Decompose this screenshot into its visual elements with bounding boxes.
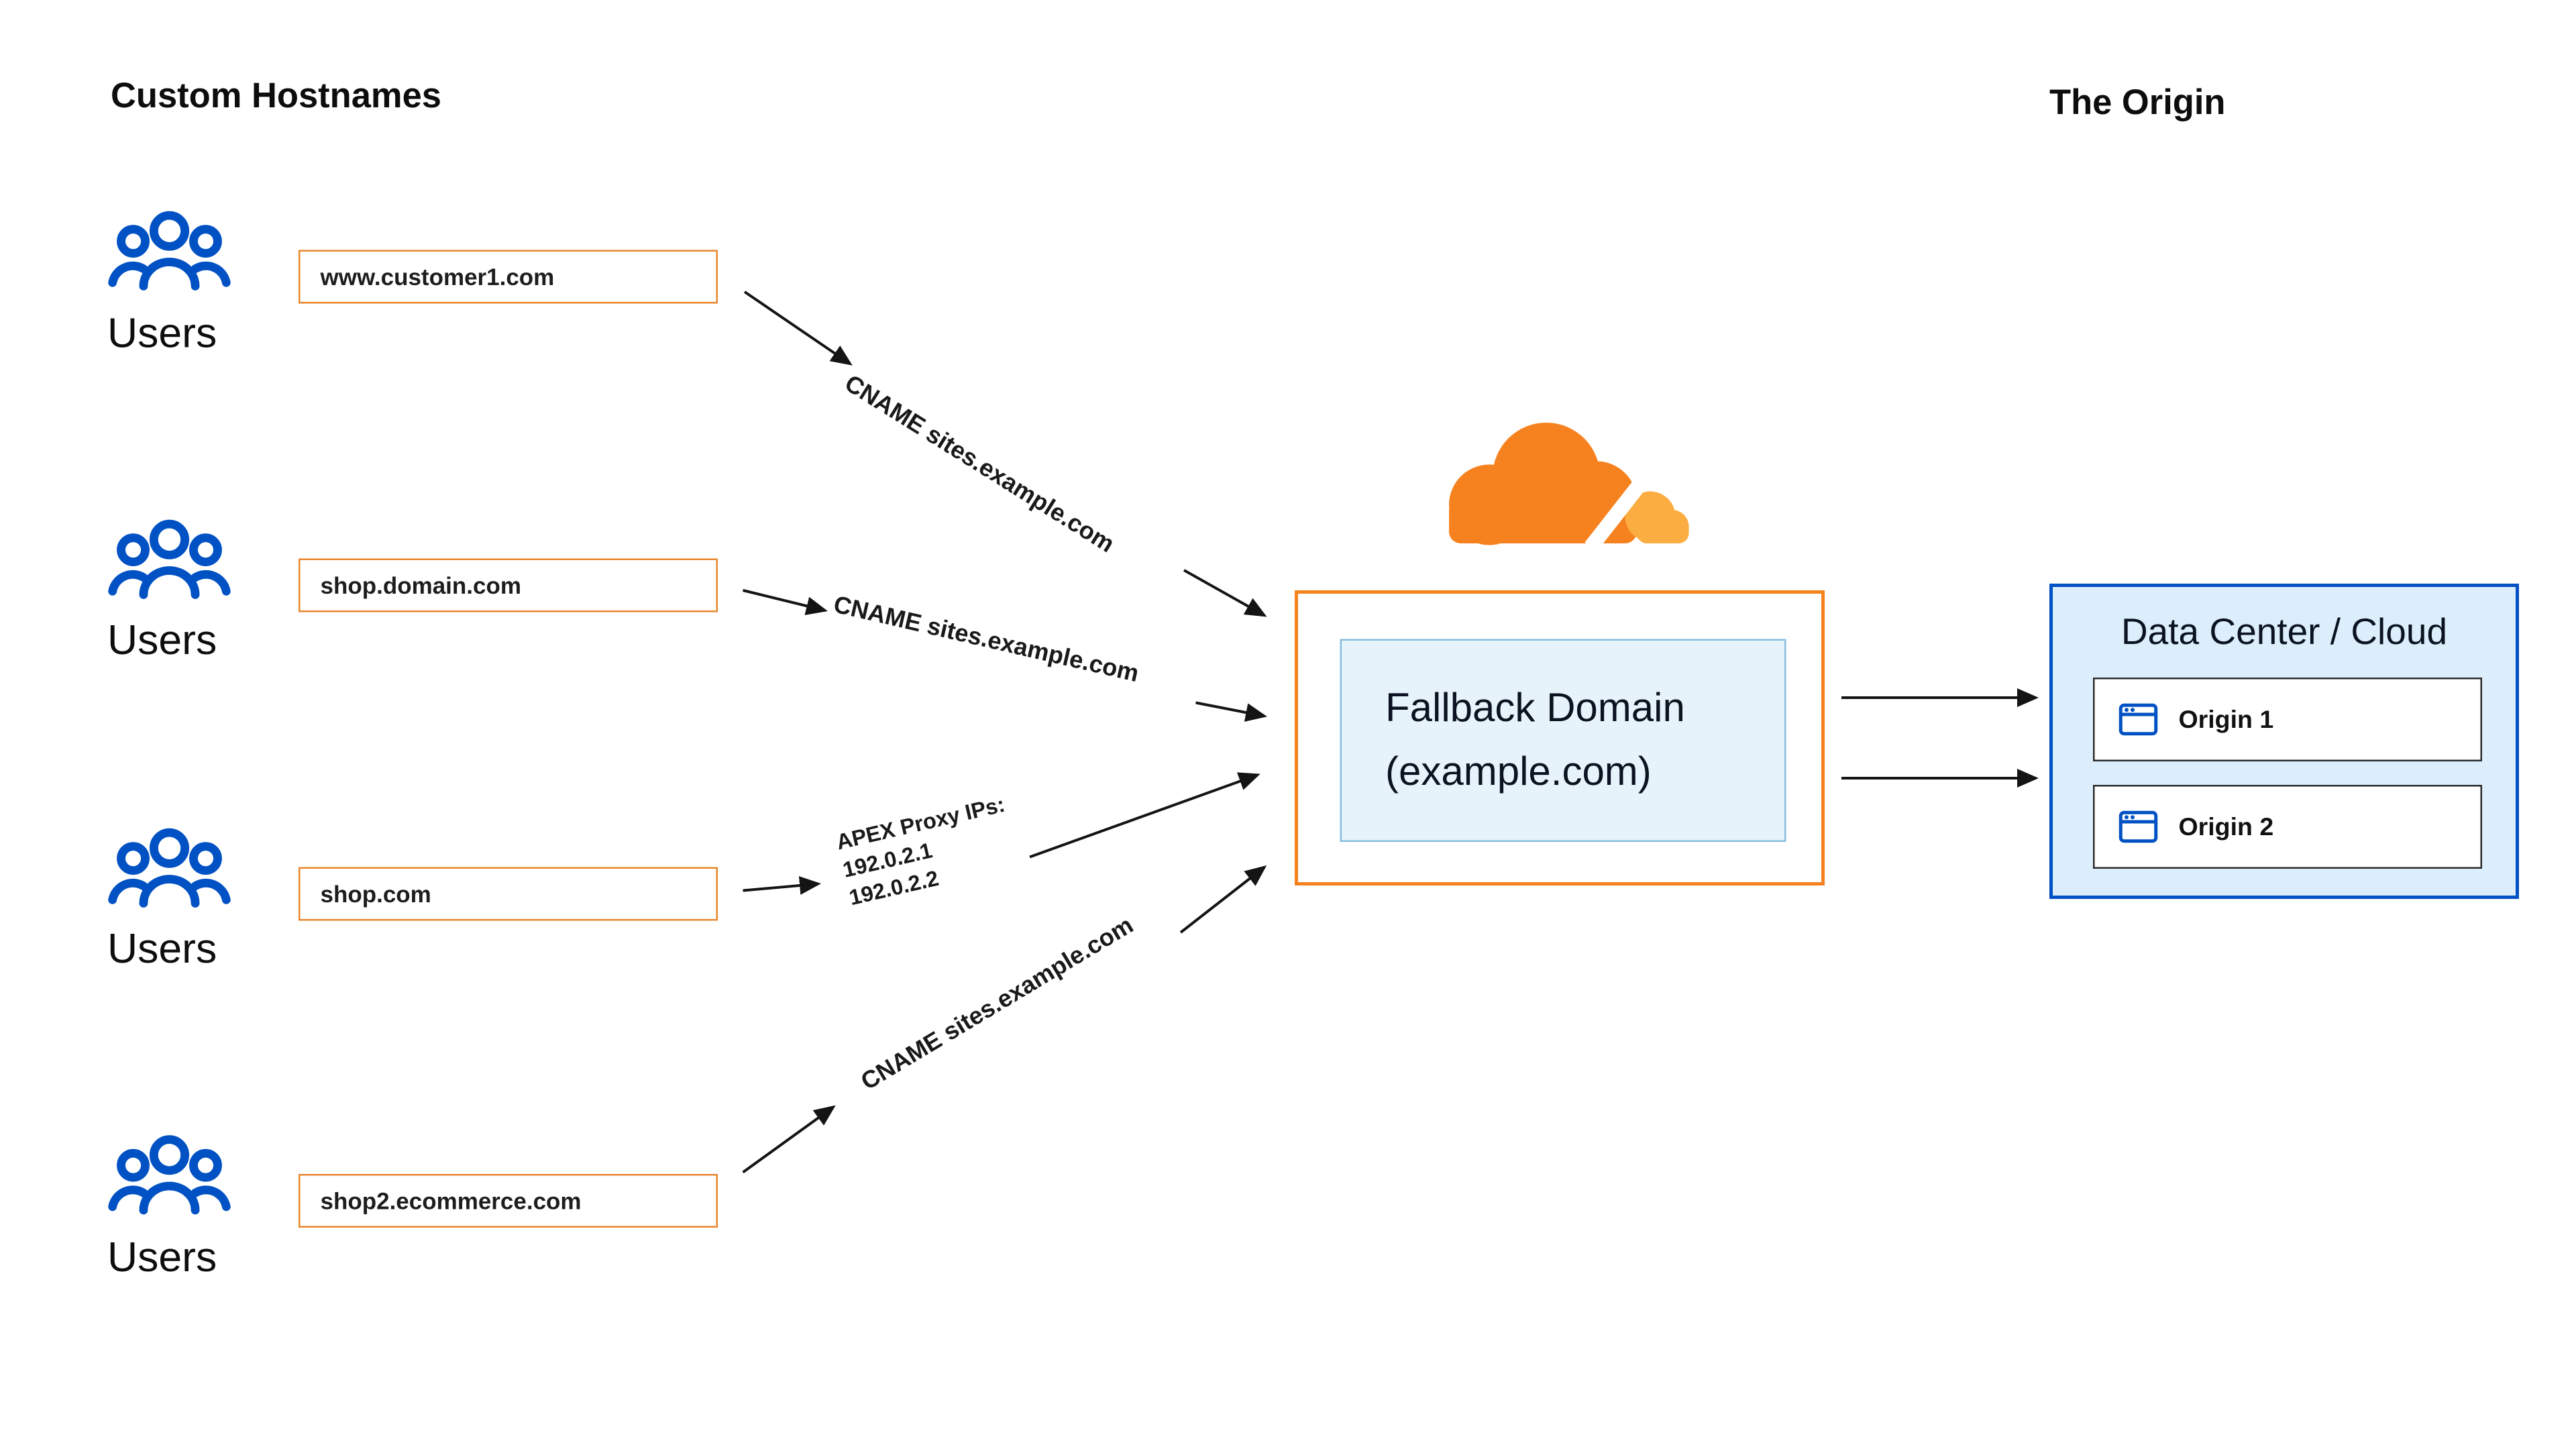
users-icon	[108, 519, 231, 599]
hostname-box-shop-domain: shop.domain.com	[299, 558, 718, 612]
hostname-text: shop.com	[320, 880, 431, 908]
apex-proxy-label: APEX Proxy IPs: 192.0.2.1 192.0.2.2	[834, 790, 1021, 912]
data-center-box: Data Center / Cloud Origin 1	[2049, 584, 2519, 899]
browser-window-icon	[2118, 810, 2158, 843]
custom-hostnames-heading: Custom Hostnames	[111, 77, 442, 116]
users-label: Users	[107, 926, 217, 973]
origin-1-label: Origin 1	[2178, 705, 2274, 734]
cloudflare-logo	[1449, 423, 1689, 552]
origin-2-card: Origin 2	[2093, 785, 2482, 869]
data-center-title: Data Center / Cloud	[2121, 610, 2448, 653]
users-label: Users	[107, 1234, 217, 1281]
hostname-text: shop.domain.com	[320, 572, 521, 599]
fallback-domain-line2: (example.com)	[1385, 749, 1652, 794]
cname-label-top: CNAME sites.example.com	[839, 370, 1119, 559]
hostname-box-customer1: www.customer1.com	[299, 250, 718, 304]
users-label: Users	[107, 617, 217, 664]
hostname-text: shop2.ecommerce.com	[320, 1187, 582, 1214]
cname-label-middle: CNAME sites.example.com	[830, 592, 1141, 689]
hostname-box-shop: shop.com	[299, 867, 718, 921]
users-label: Users	[107, 310, 217, 358]
fallback-domain-line1: Fallback Domain	[1385, 685, 1685, 731]
users-icon	[108, 211, 231, 290]
hostname-box-shop2: shop2.ecommerce.com	[299, 1174, 718, 1228]
hostname-text: www.customer1.com	[320, 263, 555, 290]
cname-label-bottom: CNAME sites.example.com	[857, 912, 1139, 1097]
users-icon	[108, 828, 231, 908]
fallback-domain-outer-box: Fallback Domain (example.com)	[1295, 590, 1825, 885]
users-icon	[108, 1135, 231, 1215]
the-origin-heading: The Origin	[2049, 84, 2226, 123]
browser-window-icon	[2118, 703, 2158, 736]
origin-2-label: Origin 2	[2178, 812, 2274, 841]
fallback-domain-inner-box: Fallback Domain (example.com)	[1340, 639, 1786, 842]
origin-1-card: Origin 1	[2093, 678, 2482, 761]
